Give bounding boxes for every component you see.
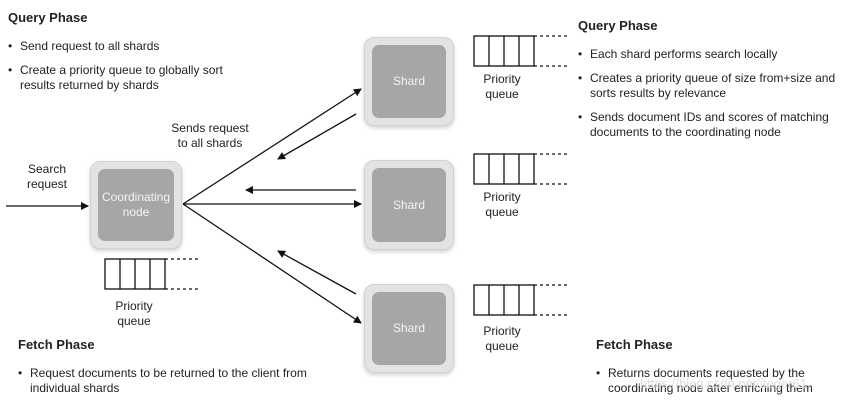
priority-queue-label: Priority queue (483, 324, 521, 353)
left-fetch-phase-list: Request documents to be returned to the … (18, 366, 308, 405)
request-arrow-shard-3 (182, 203, 362, 324)
right-query-phase-list: Each shard performs search locally Creat… (578, 47, 850, 149)
left-query-phase-heading: Query Phase (8, 10, 88, 25)
coordinating-node: Coordinating node (90, 161, 182, 249)
search-request-label: Search request (26, 162, 68, 191)
priority-queue-label: Priority queue (115, 299, 153, 328)
priority-queue-icon (473, 153, 567, 185)
watermark: https://blog.csdn.net/iteger61 (640, 376, 807, 391)
response-arrow-shard-1 (277, 113, 357, 160)
left-fetch-phase-heading: Fetch Phase (18, 337, 95, 352)
sends-request-label: Sends request to all shards (171, 121, 249, 150)
priority-queue-icon (104, 258, 198, 290)
response-arrow-shard-3 (277, 250, 357, 295)
list-item: Returns documents requested by the coord… (596, 366, 836, 396)
list-item: Sends document IDs and scores of matchin… (578, 110, 850, 140)
priority-queue-icon (473, 35, 567, 67)
shard-2: Shard (364, 160, 454, 250)
coordinating-node-label: Coordinating node (98, 169, 174, 241)
request-arrow-shard-1 (182, 88, 362, 205)
shard-1: Shard (364, 37, 454, 126)
list-item: Each shard performs search locally (578, 47, 850, 62)
priority-queue-label: Priority queue (483, 72, 521, 101)
list-item: Create a priority queue to globally sort… (8, 63, 253, 93)
right-query-phase-heading: Query Phase (578, 18, 658, 33)
right-fetch-phase-heading: Fetch Phase (596, 337, 673, 352)
priority-queue-icon (473, 284, 567, 316)
right-fetch-phase-list: Returns documents requested by the coord… (596, 366, 836, 405)
shard-3: Shard (364, 284, 454, 373)
shard-label: Shard (372, 292, 446, 365)
list-item: Send request to all shards (8, 39, 253, 54)
list-item: Creates a priority queue of size from+si… (578, 71, 850, 101)
priority-queue-label: Priority queue (483, 190, 521, 219)
shard-label: Shard (372, 45, 446, 118)
shard-label: Shard (372, 168, 446, 242)
list-item: Request documents to be returned to the … (18, 366, 308, 396)
left-query-phase-list: Send request to all shards Create a prio… (8, 39, 253, 102)
